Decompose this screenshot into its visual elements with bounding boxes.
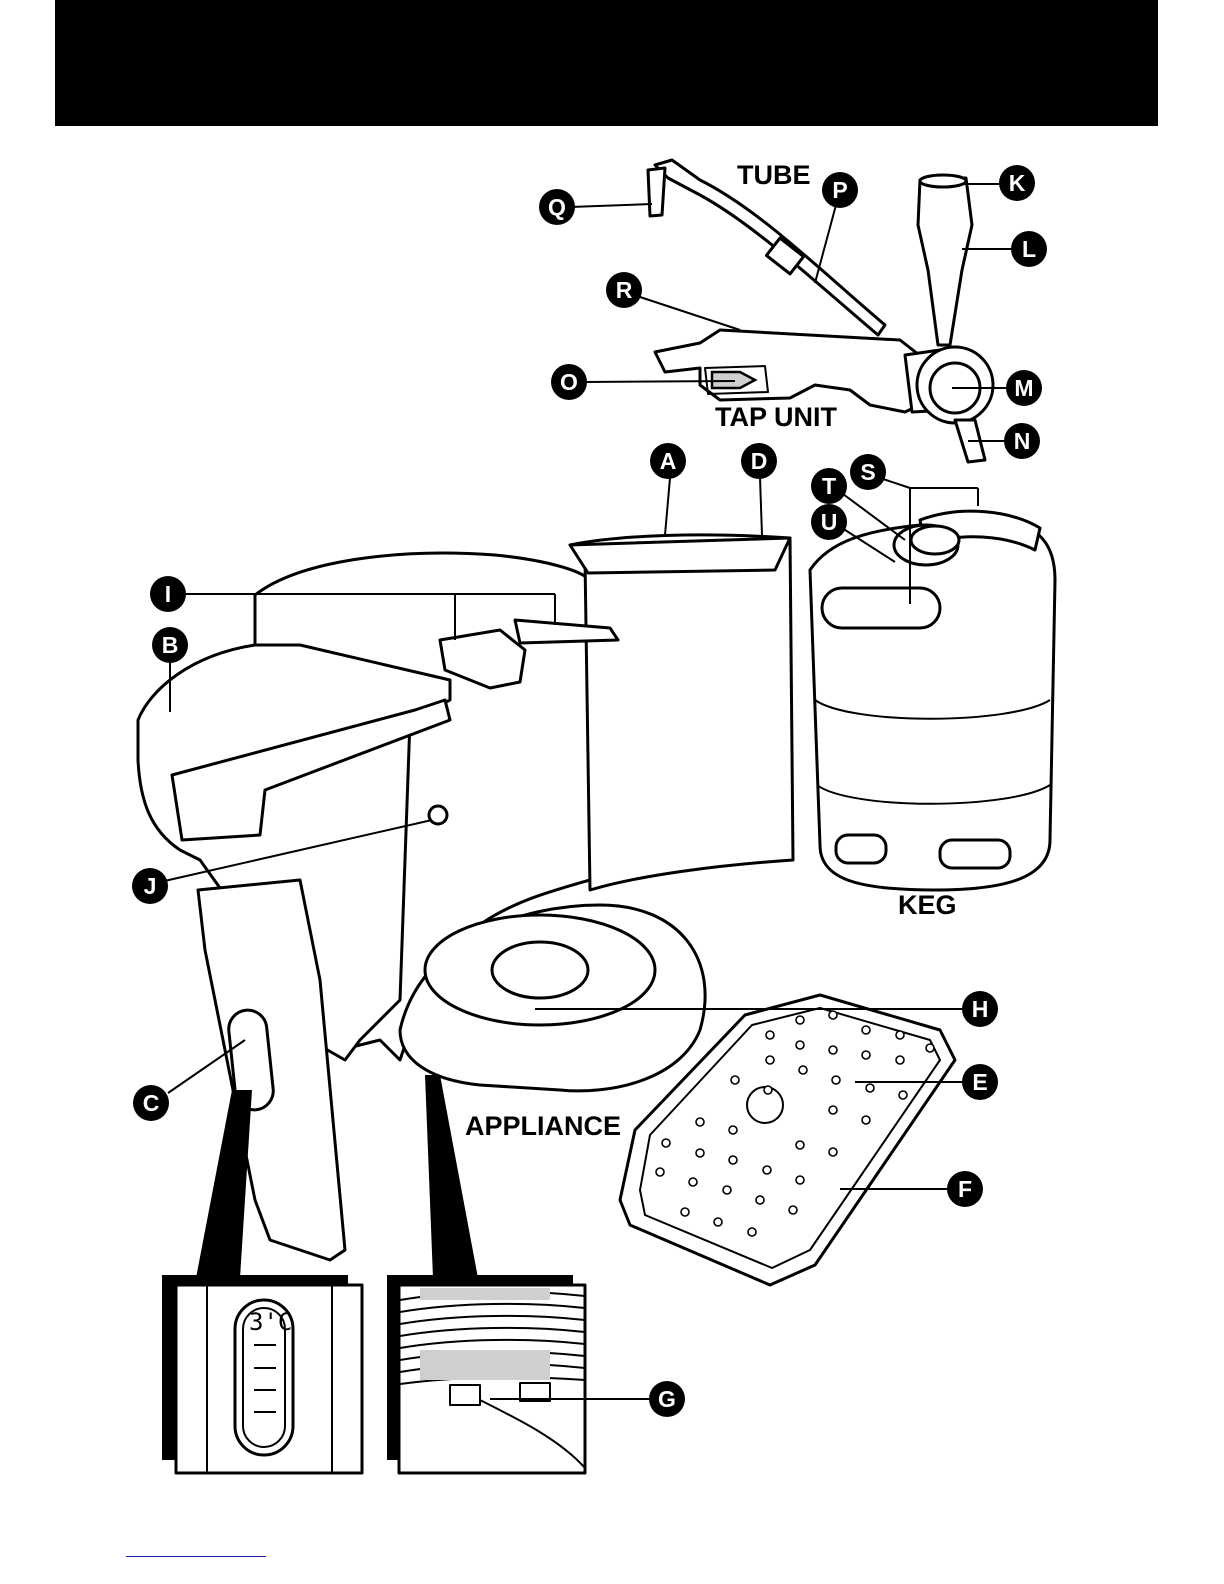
svg-text:F: F [958, 1176, 972, 1202]
svg-text:Q: Q [548, 194, 566, 220]
callout-a: A [650, 443, 686, 479]
svg-text:L: L [1022, 236, 1036, 262]
callout-b: B [152, 627, 188, 663]
svg-text:H: H [972, 996, 989, 1022]
svg-text:C: C [143, 1090, 160, 1116]
svg-text:B: B [162, 632, 179, 658]
svg-text:R: R [616, 277, 633, 303]
svg-text:D: D [751, 448, 768, 474]
callout-e: E [962, 1064, 998, 1100]
svg-text:I: I [165, 581, 171, 607]
callout-s: S [850, 454, 886, 490]
tube-label: TUBE [737, 160, 811, 190]
svg-text:E: E [972, 1069, 987, 1095]
svg-text:T: T [822, 473, 836, 499]
callout-o: O [551, 364, 587, 400]
keg-label: KEG [898, 890, 957, 920]
svg-text:N: N [1014, 428, 1031, 454]
svg-text:M: M [1014, 375, 1033, 401]
callout-n: N [1004, 423, 1040, 459]
temperature-readout: 3'C [249, 1308, 292, 1336]
callout-k: K [999, 165, 1035, 201]
callout-q: Q [539, 189, 575, 225]
svg-text:S: S [860, 459, 875, 485]
svg-text:K: K [1009, 170, 1026, 196]
keg-drawing [810, 511, 1055, 890]
callout-f: F [947, 1171, 983, 1207]
svg-text:J: J [144, 873, 157, 899]
callout-p: P [822, 172, 858, 208]
svg-text:P: P [832, 177, 847, 203]
appliance-label: APPLIANCE [465, 1111, 621, 1141]
tap-handle-drawing [917, 175, 993, 462]
callout-u: U [811, 504, 847, 540]
svg-text:O: O [560, 369, 578, 395]
callout-c: C [133, 1085, 169, 1121]
tap-unit-drawing [655, 330, 950, 412]
callout-g: G [649, 1381, 685, 1417]
callout-l: L [1011, 231, 1047, 267]
svg-text:A: A [660, 448, 677, 474]
callout-i: I [150, 576, 186, 612]
display-inset: 3'C [162, 1275, 362, 1473]
tap-unit-label: TAP UNIT [715, 402, 838, 432]
svg-text:G: G [658, 1386, 676, 1412]
footer-rule [126, 1556, 266, 1557]
callout-m: M [1006, 370, 1042, 406]
vent-inset [387, 1275, 585, 1473]
callout-d: D [741, 443, 777, 479]
callout-r: R [606, 272, 642, 308]
svg-text:U: U [821, 509, 838, 535]
callout-j: J [132, 868, 168, 904]
callout-t: T [811, 468, 847, 504]
callout-h: H [962, 991, 998, 1027]
